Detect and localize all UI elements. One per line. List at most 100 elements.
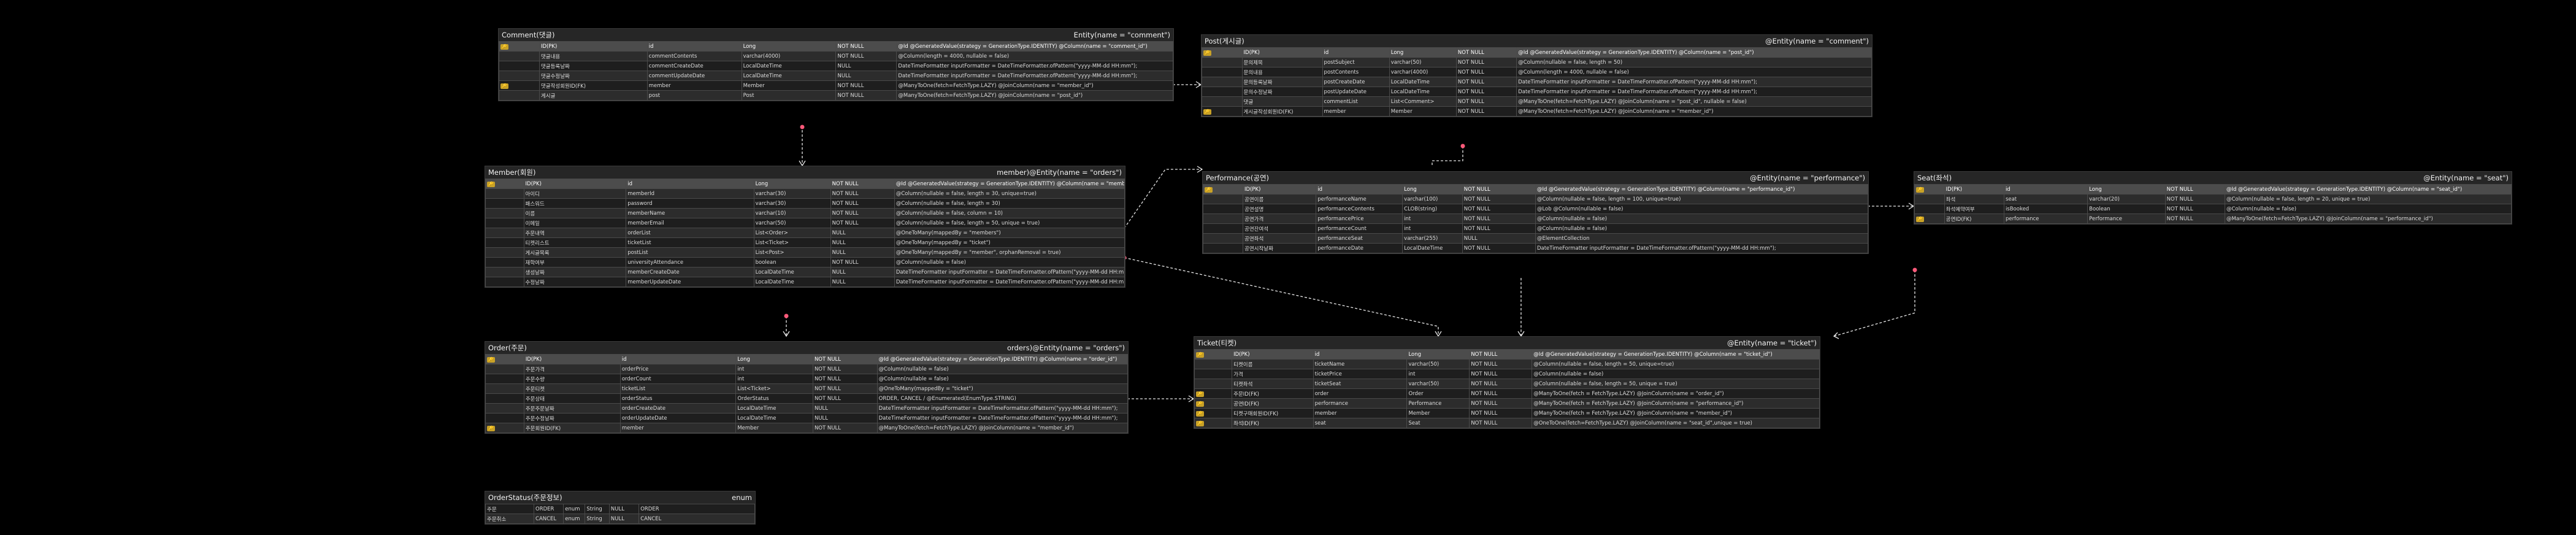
table-cell: NULL [812,403,878,414]
table-cell: List<Order> [753,228,831,238]
table-cell: 티켓이름 [1232,359,1314,369]
entity-header: Performance(공연) @Entity(name = "performa… [1203,172,1868,184]
table-cell: @Column(nullable = false, length = 20, u… [2224,194,2512,204]
table-cell: @Column(nullable = false, column = 10) [894,208,1125,218]
table-cell: orderList [626,228,754,238]
table-cell: 공연이름 [1243,194,1317,204]
entity-order[interactable]: Order(주문) orders)@Entity(name = "orders"… [485,341,1129,434]
table-cell: int [1406,369,1470,379]
table-cell: 공연ID(FK) [1944,214,2004,224]
key-cell: 🔑 [485,423,524,433]
table-cell: DateTimeFormatter inputFormatter = DateT… [894,277,1125,287]
table-cell: 티켓좌석 [1232,379,1314,389]
table-cell: LocalDateTime [753,267,831,277]
table-cell: NULL [830,228,895,238]
key-cell [1914,194,1945,204]
table-cell: 게시글목록 [523,247,627,258]
table-cell: NOT NULL [1469,408,1533,418]
table-cell: NOT NULL [835,80,897,91]
table-cell: 주문ID(FK) [1232,388,1314,399]
table-cell: member [646,80,742,91]
key-icon: 🔑 [1203,50,1211,56]
table-cell: @ManyToOne(fetch=FetchType.LAZY) @JoinCo… [1516,96,1872,107]
key-cell [485,237,524,248]
table-cell: commentCreateDate [646,61,742,71]
table-cell: ticketSeat [1313,379,1408,389]
table-cell: password [626,198,754,209]
link-member-ticket [1124,257,1439,336]
entity-title: OrderStatus(주문정보) [488,493,562,502]
table-cell: 공연좌석 [1243,233,1317,244]
table-cell: DateTimeFormatter inputFormatter = DateT… [876,413,1129,423]
table-cell: 주문티켓 [523,383,621,394]
table-cell: 문의수정날짜 [1241,87,1323,97]
table-cell: performanceContents [1316,204,1403,214]
entity-seat[interactable]: Seat(좌석) @Entity(name = "seat") 🔑ID(PK)i… [1914,171,2512,225]
key-cell [485,218,524,228]
table-cell: @Column(length = 4000, nullable = false) [1516,67,1872,77]
table-cell: ticketList [626,237,754,248]
key-icon: 🔑 [1203,109,1211,115]
link-end-marker [1912,268,1917,272]
table-cell: NOT NULL [835,51,897,61]
table-cell: 주문 [485,504,535,514]
table-cell: @ManyToOne(fetch=FetchType.LAZY) @JoinCo… [1516,106,1872,117]
table-cell: 주문주문날짜 [523,403,621,414]
table-cell: String [585,514,610,524]
key-cell: 🔑 [1202,184,1244,194]
entity-annotation: @Entity(name = "comment") [1765,37,1869,45]
table-cell: ID(PK) [1241,47,1323,58]
table-cell: NOT NULL [830,257,895,268]
entity-member[interactable]: Member(회원) member)@Entity(name = "orders… [485,166,1125,288]
table-cell: member [1313,408,1408,418]
link-arrowhead [1197,166,1203,173]
table-cell: @Column(nullable = false) [2224,204,2512,214]
table-cell: 댓글등록날짜 [539,61,648,71]
table-cell: NOT NULL [812,393,878,404]
entity-ticket[interactable]: Ticket(티켓) @Entity(name = "ticket") 🔑ID(… [1194,336,1820,429]
table-cell: orderPrice [619,364,737,374]
table-cell: 공연잔여석 [1243,223,1317,234]
table-cell: 댓글 [1241,96,1323,107]
key-cell [485,364,524,374]
table-cell: @ManyToOne(fetch=FetchType.LAZY) @JoinCo… [896,90,1173,101]
link-seat-ticket [1833,270,1915,337]
table-cell: 수정날짜 [523,277,627,287]
table-cell: DateTimeFormatter inputFormatter = DateT… [1516,77,1872,87]
key-icon: 🔑 [1205,187,1213,193]
entity-comment[interactable]: Comment(댓글) Entity(name = "comment") 🔑ID… [498,28,1174,101]
key-cell [485,403,524,414]
table-cell: NOT NULL [1469,369,1533,379]
table-cell: @Column(nullable = false) [876,364,1129,374]
table-cell: List<Ticket> [753,237,831,248]
table-cell: id [646,41,742,52]
table-cell: NOT NULL [830,179,895,189]
table-cell: 게시글작성회원ID(FK) [1241,106,1323,117]
entity-performance[interactable]: Performance(공연) @Entity(name = "performa… [1202,171,1869,254]
table-cell: ticketList [619,383,737,394]
key-cell [499,90,540,101]
key-cell [1194,359,1233,369]
entity-post[interactable]: Post(게시글) @Entity(name = "comment") 🔑ID(… [1201,34,1873,117]
table-cell: NOT NULL [1469,388,1533,399]
key-cell [499,61,540,71]
table-cell: @Column(nullable = false) [1535,214,1869,224]
link-end-marker [1460,144,1465,148]
table-cell: performanceName [1316,194,1403,204]
table-cell: postUpdateDate [1322,87,1390,97]
